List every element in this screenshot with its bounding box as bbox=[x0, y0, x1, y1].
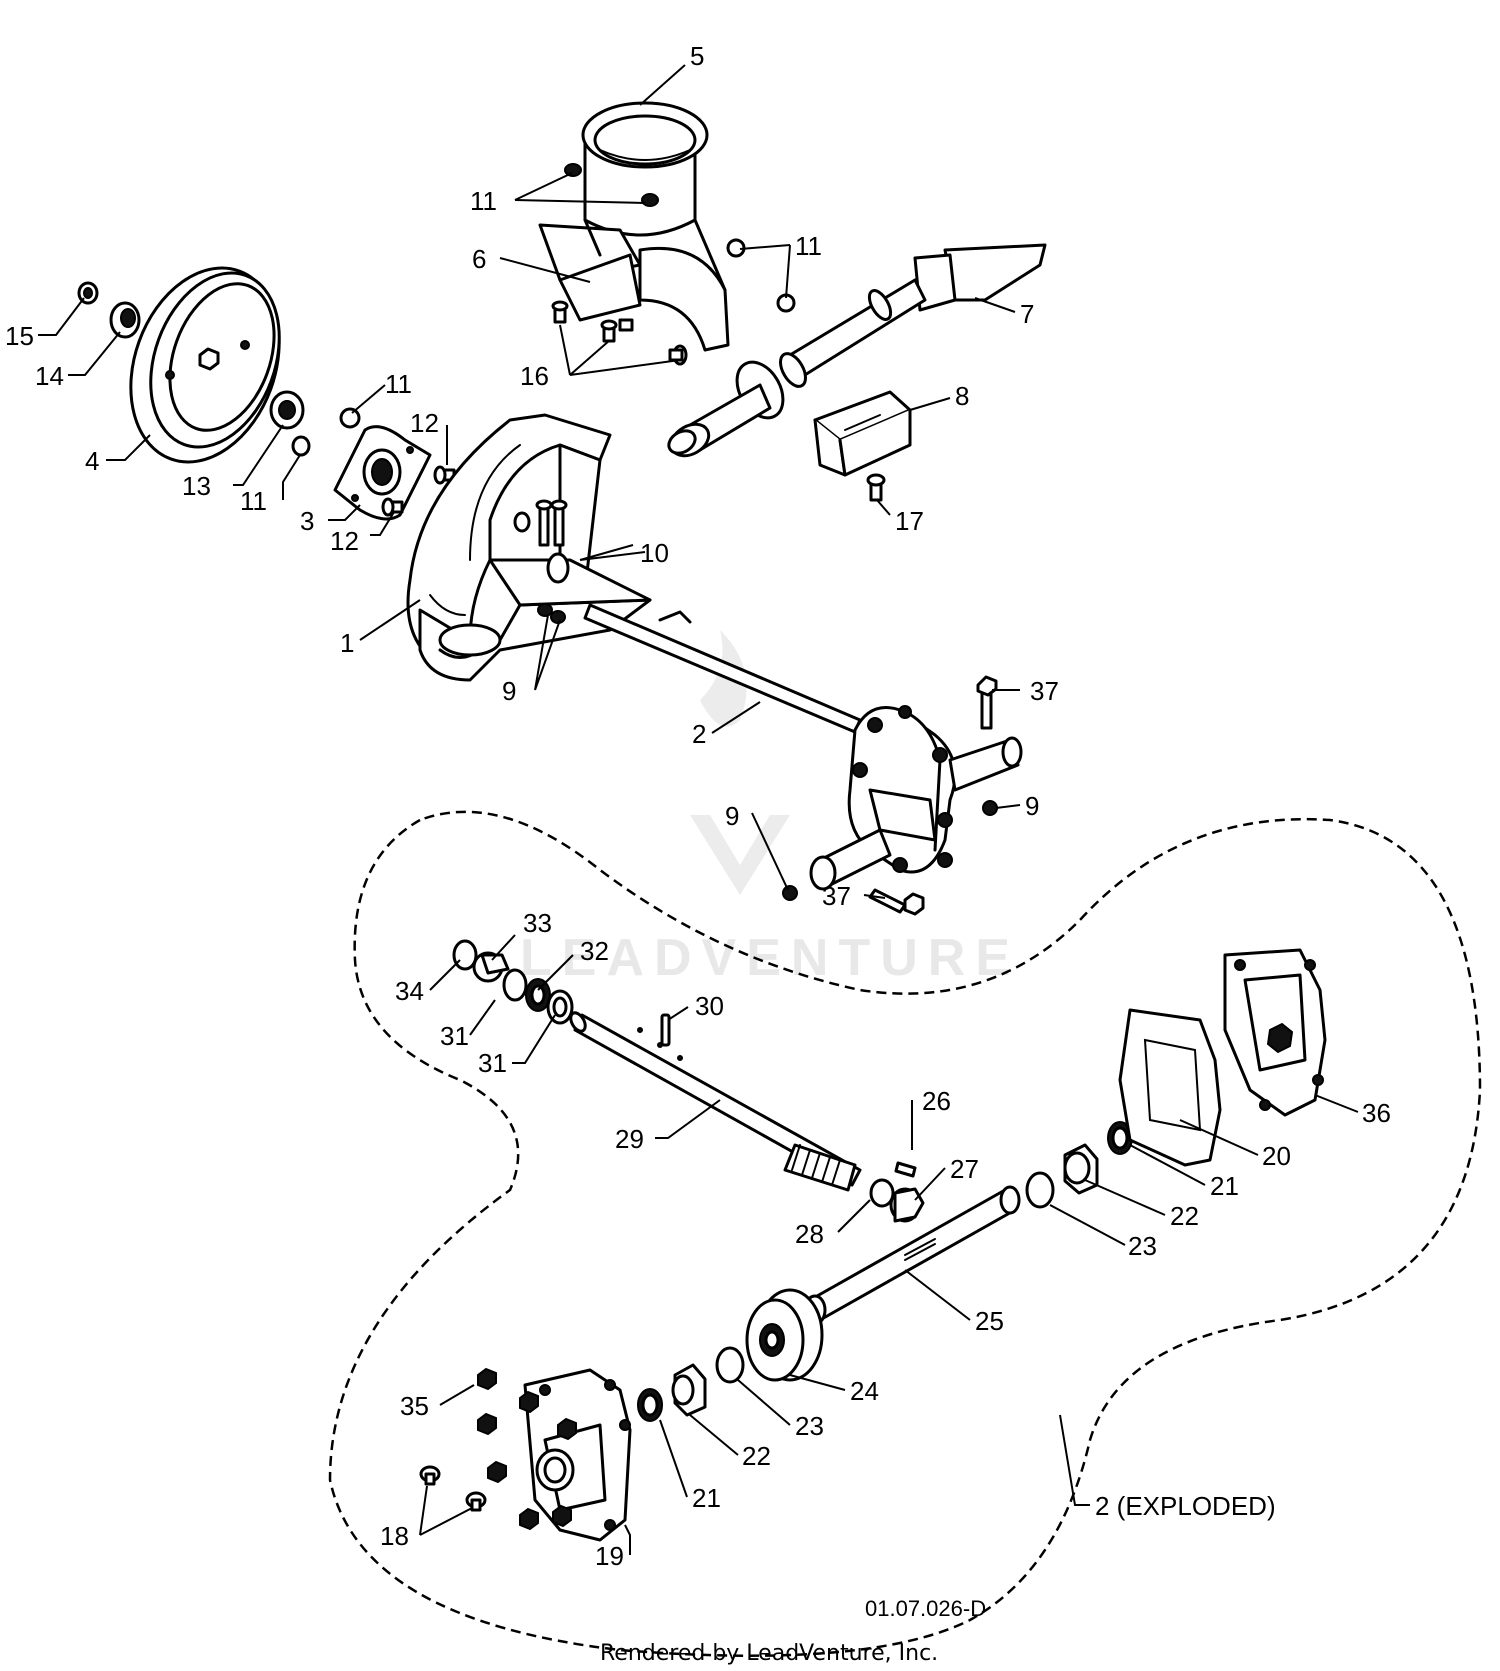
part-worm-gear bbox=[745, 1288, 824, 1382]
part-bolt-17 bbox=[866, 473, 886, 502]
callout-10: 10 bbox=[640, 538, 669, 568]
callout-23-a: 23 bbox=[1128, 1231, 1157, 1261]
part-bushing-22 bbox=[671, 1143, 1099, 1417]
callout-28: 28 bbox=[795, 1219, 824, 1249]
callout-16: 16 bbox=[520, 361, 549, 391]
callout-6: 6 bbox=[472, 244, 486, 274]
part-key-26 bbox=[894, 1161, 917, 1178]
part-impeller-housing bbox=[406, 413, 652, 682]
part-washer-28 bbox=[869, 1178, 895, 1208]
part-crank-bracket bbox=[813, 390, 912, 477]
callout-13: 13 bbox=[182, 471, 211, 501]
callout-11-chute-b: 11 bbox=[795, 231, 822, 261]
callout-8: 8 bbox=[955, 381, 969, 411]
callout-1: 1 bbox=[340, 628, 354, 658]
watermark-text: LEADVENTURE bbox=[520, 929, 1020, 987]
part-washer-23 bbox=[715, 1171, 1055, 1384]
part-chute-adapter bbox=[538, 218, 730, 352]
callout-5: 5 bbox=[690, 41, 704, 71]
callout-17: 17 bbox=[895, 506, 924, 536]
callout-26: 26 bbox=[922, 1086, 951, 1116]
callout-15: 15 bbox=[5, 321, 34, 351]
callout-2: 2 bbox=[692, 719, 706, 749]
callout-12-b: 12 bbox=[330, 526, 359, 556]
callout-33: 33 bbox=[523, 908, 552, 938]
callout-11-chute-a: 11 bbox=[470, 186, 497, 216]
part-chute-ring bbox=[581, 101, 709, 237]
callout-29: 29 bbox=[615, 1124, 644, 1154]
part-bearing-14 bbox=[109, 301, 141, 339]
part-gasket bbox=[1118, 1008, 1222, 1167]
callout-21-a: 21 bbox=[1210, 1171, 1239, 1201]
part-seal-21 bbox=[637, 1121, 1133, 1422]
callout-24: 24 bbox=[850, 1376, 879, 1406]
callout-12-a: 12 bbox=[410, 408, 439, 438]
callout-37-b: 37 bbox=[822, 881, 851, 911]
callout-18: 18 bbox=[380, 1521, 409, 1551]
callout-2-exploded: 2 (EXPLODED) bbox=[1095, 1491, 1276, 1521]
callout-23-b: 23 bbox=[795, 1411, 824, 1441]
part-gearbox-half-19 bbox=[523, 1368, 632, 1542]
part-plugs-18 bbox=[419, 1465, 487, 1512]
callout-27: 27 bbox=[950, 1154, 979, 1184]
part-bolt-12 bbox=[381, 465, 456, 517]
part-nut-11-left bbox=[291, 407, 361, 457]
callout-20: 20 bbox=[1262, 1141, 1291, 1171]
callout-31-b: 31 bbox=[478, 1048, 507, 1078]
part-screws-35 bbox=[477, 1367, 577, 1531]
callout-11-left-a: 11 bbox=[385, 369, 412, 399]
callout-21-b: 21 bbox=[692, 1483, 721, 1513]
exploded-view-boundary bbox=[328, 810, 1482, 1657]
leader-lines bbox=[38, 64, 1359, 1555]
part-pulley bbox=[129, 266, 281, 464]
callout-9-gearbox-a: 9 bbox=[725, 801, 739, 831]
part-nut-9-gearbox bbox=[782, 800, 998, 901]
callout-11-left-b: 11 bbox=[240, 486, 267, 516]
part-bushing-27 bbox=[889, 1187, 925, 1223]
callout-34: 34 bbox=[395, 976, 424, 1006]
callout-9-gearbox-b: 9 bbox=[1025, 791, 1039, 821]
part-pin-30 bbox=[660, 1013, 671, 1047]
callout-14: 14 bbox=[35, 361, 64, 391]
callout-32: 32 bbox=[580, 936, 609, 966]
callout-22-b: 22 bbox=[742, 1441, 771, 1471]
callout-35: 35 bbox=[400, 1391, 429, 1421]
part-bolt-37 bbox=[868, 675, 998, 916]
credit-line: Rendered by LeadVenture, Inc. bbox=[600, 1641, 938, 1666]
drawing-number: 01.07.026-D bbox=[865, 1596, 986, 1621]
part-chute-crank bbox=[667, 243, 1047, 458]
callout-25: 25 bbox=[975, 1306, 1004, 1336]
callout-9-housing: 9 bbox=[502, 676, 516, 706]
part-hub-13 bbox=[269, 390, 305, 430]
callout-31-a: 31 bbox=[440, 1021, 469, 1051]
part-gearbox-half-36 bbox=[1223, 948, 1327, 1117]
part-gearbox-assembly bbox=[583, 603, 1023, 891]
callout-7: 7 bbox=[1020, 299, 1034, 329]
part-worm-shaft bbox=[569, 1011, 862, 1192]
callout-22-a: 22 bbox=[1170, 1201, 1199, 1231]
watermark: LEADVENTURE bbox=[520, 630, 1020, 987]
callout-37-a: 37 bbox=[1030, 676, 1059, 706]
callout-3: 3 bbox=[300, 506, 314, 536]
part-bolt-16 bbox=[551, 300, 688, 366]
part-bolt-10 bbox=[535, 499, 568, 547]
part-bearing-flange bbox=[333, 425, 432, 521]
callout-labels: 5 11 6 11 7 8 17 15 14 4 13 11 11 12 3 1… bbox=[5, 41, 1391, 1571]
part-washers-shaft-end bbox=[452, 939, 574, 1025]
callout-19: 19 bbox=[595, 1541, 624, 1571]
callout-36: 36 bbox=[1362, 1098, 1391, 1128]
callout-4: 4 bbox=[85, 446, 99, 476]
callout-30: 30 bbox=[695, 991, 724, 1021]
